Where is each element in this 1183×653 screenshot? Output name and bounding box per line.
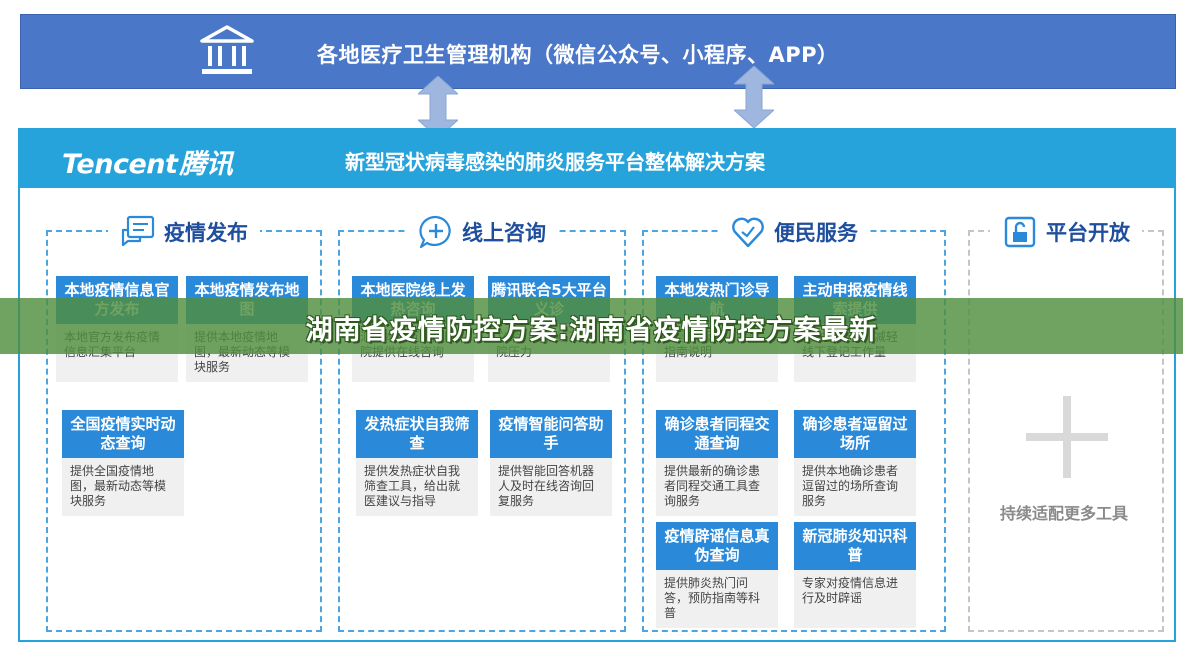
more-tools-label: 持续适配更多工具 [1000,504,1129,523]
platform-title: 新型冠状病毒感染的肺炎服务平台整体解决方案 [345,150,765,174]
card-rumor-check[interactable]: 疫情辟谣信息真伪查询 提供肺炎热门问答，预防指南等科普 [656,522,778,628]
card-desc: 提供本地确诊患者逗留过的场所查询服务 [794,458,916,516]
card-desc: 专家对疫情信息进行及时辟谣 [794,570,916,628]
caption-band [0,298,1183,354]
double-arrow-icon [734,66,774,128]
section-online-consult: 线上咨询 本地医院线上发热咨询 汇聚本地互联网医院提供在线咨询 腾讯联合5大平台… [338,214,626,632]
section-convenience: 便民服务 本地发热门诊导航 及导航服务，就诊指南说明 主动申报疫情线索提供 上主… [642,214,946,632]
card-title: 新冠肺炎知识科普 [794,522,916,570]
logo-cn: 腾讯 [179,149,233,180]
card-knowledge[interactable]: 新冠肺炎知识科普 专家对疫情信息进行及时辟谣 [794,522,916,628]
card-title: 全国疫情实时动态查询 [62,410,184,458]
plus-icon [1026,396,1108,478]
card-desc: 提供最新的确诊患者同程交通工具查询服务 [656,458,778,516]
chat-icon [121,215,155,247]
double-arrow-icon [418,76,458,138]
top-banner: 各地医疗卫生管理机构（微信公众号、小程序、APP） [20,14,1176,89]
caption-text: 湖南省疫情防控方案:湖南省疫情防控方案最新 [305,315,878,346]
card-title: 确诊患者同程交通查询 [656,410,778,458]
section-title: 平台开放 [1046,221,1130,245]
section-title: 疫情发布 [164,221,248,245]
card-title: 发热症状自我筛查 [356,410,478,458]
card-patient-transport[interactable]: 确诊患者同程交通查询 提供最新的确诊患者同程交通工具查询服务 [656,410,778,516]
card-desc: 提供智能回答机器人及时在线咨询回复服务 [490,458,612,516]
card-title: 疫情辟谣信息真伪查询 [656,522,778,570]
section-title: 线上咨询 [462,221,546,245]
card-desc: 提供发热症状自我筛查工具，给出就医建议与指导 [356,458,478,516]
card-patient-places[interactable]: 确诊患者逗留过场所 提供本地确诊患者逗留过的场所查询服务 [794,410,916,516]
institution-icon [200,25,254,74]
heart-icon [732,217,764,248]
tencent-logo: Tencent腾讯 [62,142,233,181]
card-desc: 提供肺炎热门问答，预防指南等科普 [656,570,778,628]
logo-en: Tencent [62,149,178,180]
section-platform-open: 平台开放 持续适配更多工具 [968,214,1164,632]
card-title: 确诊患者逗留过场所 [794,410,916,458]
platform-frame: Tencent腾讯 新型冠状病毒感染的肺炎服务平台整体解决方案 疫情发布 本地疫… [18,128,1176,642]
section-epidemic-release: 疫情发布 本地疫情信息官方发布 本地官方发布疫情信息汇集平台 本地疫情发布地图 … [46,214,322,632]
banner-title: 各地医疗卫生管理机构（微信公众号、小程序、APP） [317,43,839,67]
card-national-query[interactable]: 全国疫情实时动态查询 提供全国疫情地图，最新动态等模块服务 [62,410,184,516]
unlock-icon [1004,216,1036,248]
card-qa-assistant[interactable]: 疫情智能问答助手 提供智能回答机器人及时在线咨询回复服务 [490,410,612,516]
section-title: 便民服务 [774,221,858,245]
card-fever-screening[interactable]: 发热症状自我筛查 提供发热症状自我筛查工具，给出就医建议与指导 [356,410,478,516]
card-desc: 提供全国疫情地图，最新动态等模块服务 [62,458,184,516]
card-title: 疫情智能问答助手 [490,410,612,458]
platform-header: Tencent腾讯 新型冠状病毒感染的肺炎服务平台整体解决方案 [20,130,1174,188]
plus-chat-icon [419,215,451,249]
